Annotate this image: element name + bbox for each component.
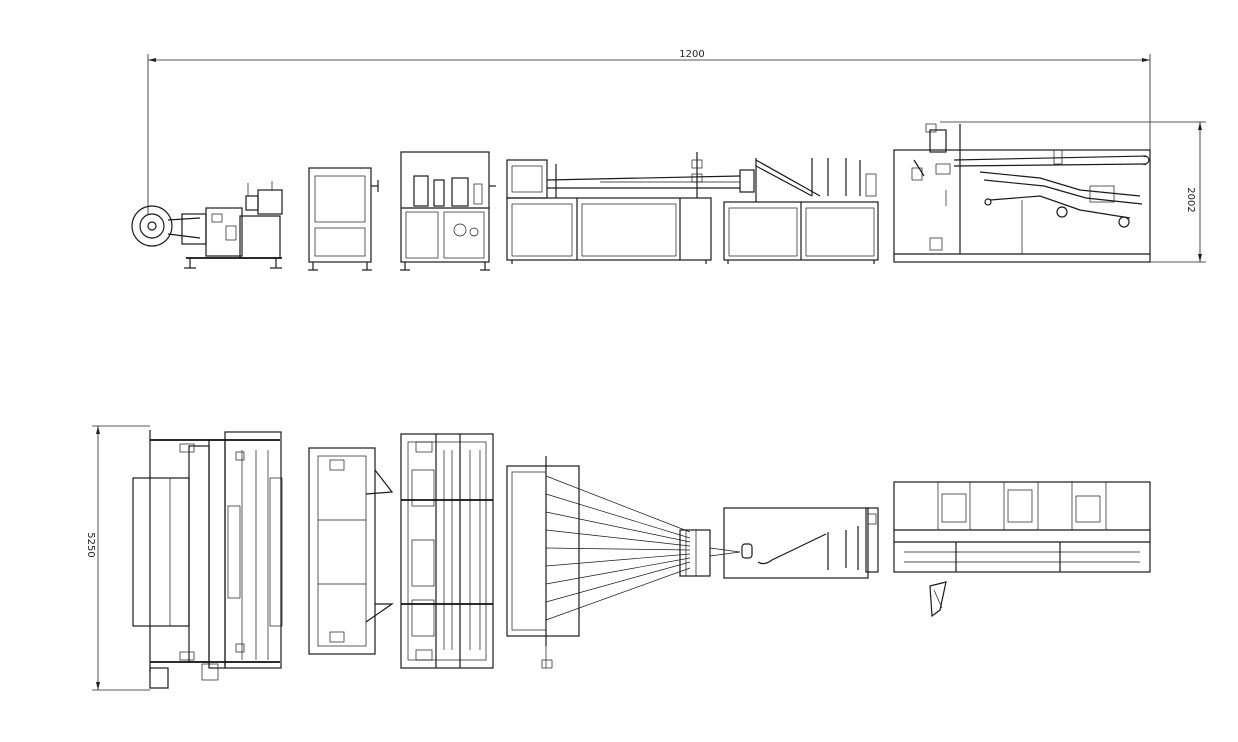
- unwind-station-side: [131, 181, 283, 269]
- cabinet-2-side: [400, 151, 496, 271]
- robot-cell-plan: [893, 481, 1151, 618]
- plan-width-dimension: 5250: [85, 425, 150, 691]
- cabinet-1-side: [308, 167, 379, 271]
- unwind-station-plan: [132, 430, 283, 689]
- overall-length-dimension: 1200: [147, 49, 1151, 215]
- side-height-label: 2002: [1185, 187, 1196, 212]
- conveyor-section-2-plan: [723, 507, 879, 579]
- conveyor-section-1-side: [506, 152, 755, 264]
- cabinet-1-plan: [308, 447, 394, 655]
- side-height-dimension: 2002: [940, 121, 1206, 263]
- conveyor-fan-plan: [506, 456, 753, 669]
- cabinet-2-plan: [400, 433, 494, 669]
- plan-width-label: 5250: [85, 532, 96, 557]
- overall-length-label: 1200: [679, 49, 704, 60]
- robot-cell-side: [893, 123, 1151, 263]
- conveyor-section-2-side: [723, 158, 879, 264]
